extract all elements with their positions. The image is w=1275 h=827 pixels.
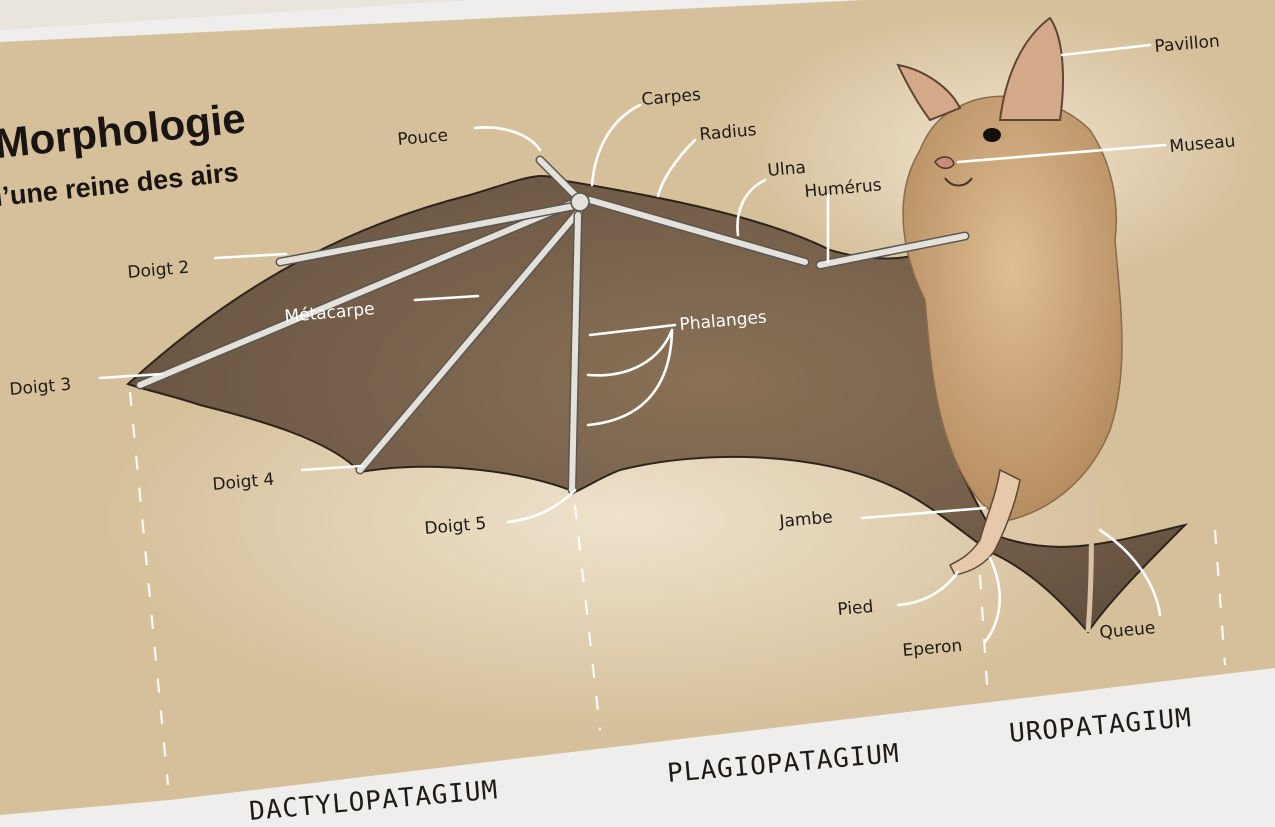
bat-eye (983, 128, 1001, 142)
region-plagiopatagium: PLAGIOPATAGIUM (666, 739, 901, 789)
label-ulna: Ulna (767, 158, 807, 181)
region-uropatagium: UROPATAGIUM (1008, 703, 1193, 749)
label-pied: Pied (837, 597, 874, 620)
